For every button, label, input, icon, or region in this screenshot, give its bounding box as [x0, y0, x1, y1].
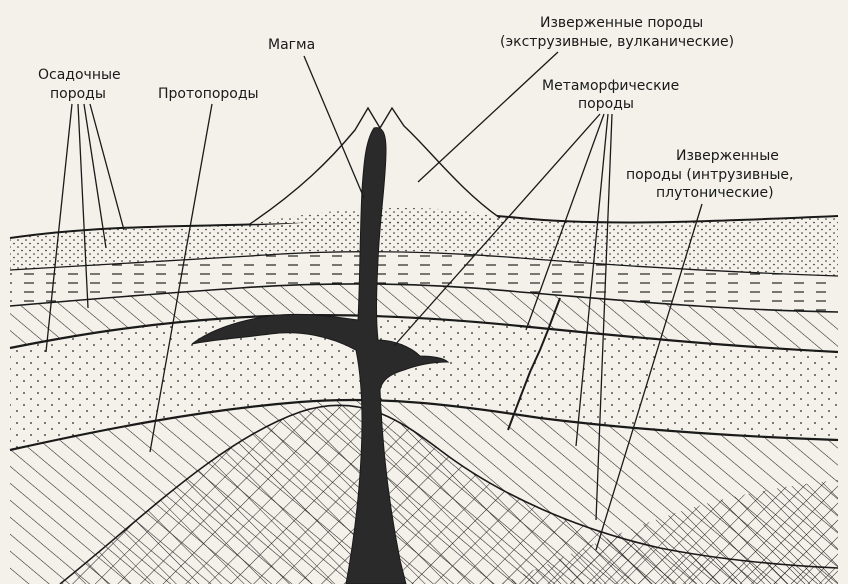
label-metamorphic-line2: породы: [578, 96, 634, 112]
label-magma-text: Магма: [268, 37, 315, 53]
label-igneous-intrusive-line3: плутонические): [656, 185, 774, 201]
label-igneous-extrusive-line1: Изверженные породы: [540, 15, 703, 31]
label-igneous-extrusive-line2: (экструзивные, вулканические): [500, 34, 734, 50]
label-igneous-intrusive-line1: Изверженные: [676, 148, 779, 164]
label-metamorphic-line1: Метаморфические: [542, 78, 679, 94]
label-sedimentary-line2: породы: [50, 86, 106, 102]
label-sedimentary-line1: Осадочные: [38, 67, 121, 83]
label-igneous-intrusive-line2: породы (интрузивные,: [626, 167, 793, 183]
label-protorocks-text: Протопороды: [158, 86, 259, 102]
